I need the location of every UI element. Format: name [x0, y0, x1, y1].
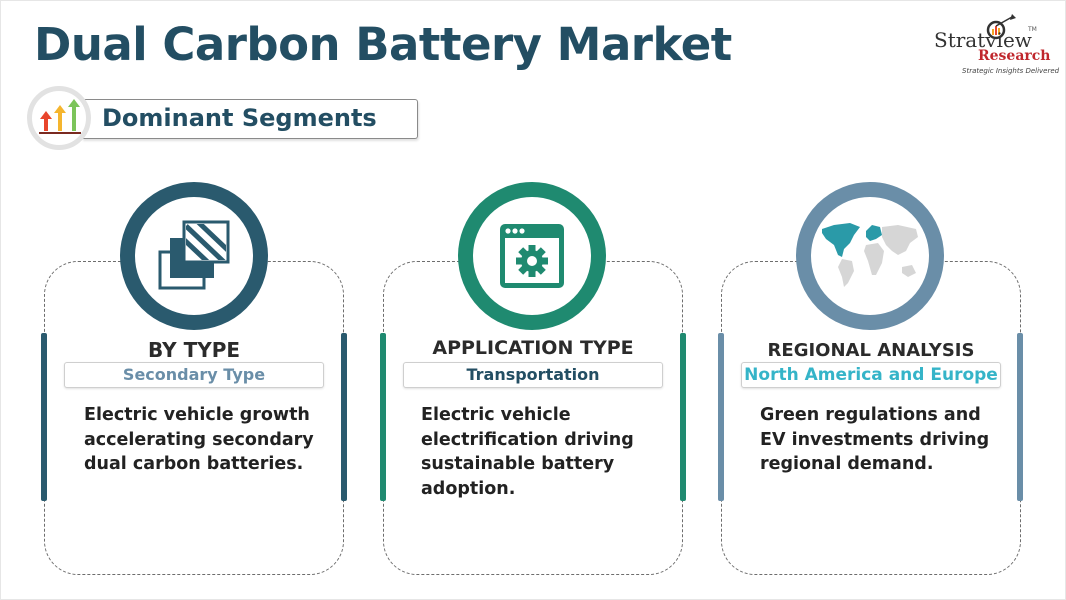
magnifier-chart-icon [986, 14, 1016, 40]
card-accent-bar-left [41, 333, 47, 501]
segment-icon-ring [796, 182, 944, 330]
card-accent-bar-right [1017, 333, 1023, 501]
card-title: BY TYPE [147, 338, 241, 362]
section-label-box [82, 99, 418, 139]
card-accent-bar-left [718, 333, 724, 501]
logo-tagline: Strategic Insights Delivered [962, 67, 1060, 75]
growth-arrows-icon [39, 99, 81, 134]
segment-icon-ring [458, 182, 606, 330]
card-tag: Transportation [403, 362, 663, 388]
logo-text-stratview: Stratview [934, 28, 1032, 52]
card-description: Green regulations and EV investments dri… [760, 405, 990, 474]
segment-icon-ring [120, 182, 268, 330]
logo-text-research: Research [978, 48, 1051, 64]
growth-arrows-badge [27, 86, 91, 150]
card-tag: Secondary Type [64, 362, 324, 388]
section-label: Dominant Segments [102, 104, 377, 132]
card-accent-bar-right [341, 333, 347, 501]
world-map-icon [822, 223, 918, 287]
layers-icon [158, 220, 230, 290]
card-accent-bar-left [380, 333, 386, 501]
stratview-logo: Stratview TM Research Strategic Insights… [928, 12, 1059, 77]
card-accent-bar-right [680, 333, 686, 501]
card-description: Electric vehicle electrification driving… [421, 405, 634, 499]
card-title: REGIONAL ANALYSIS [767, 340, 975, 361]
logo-trademark: TM [1028, 26, 1037, 33]
card-tag: North America and Europe [741, 362, 1001, 388]
app-settings-gear-icon [500, 224, 564, 288]
page-title: Dual Carbon Battery Market [34, 18, 732, 71]
card-description: Electric vehicle growth accelerating sec… [84, 405, 314, 474]
card-title: APPLICATION TYPE [432, 337, 634, 359]
